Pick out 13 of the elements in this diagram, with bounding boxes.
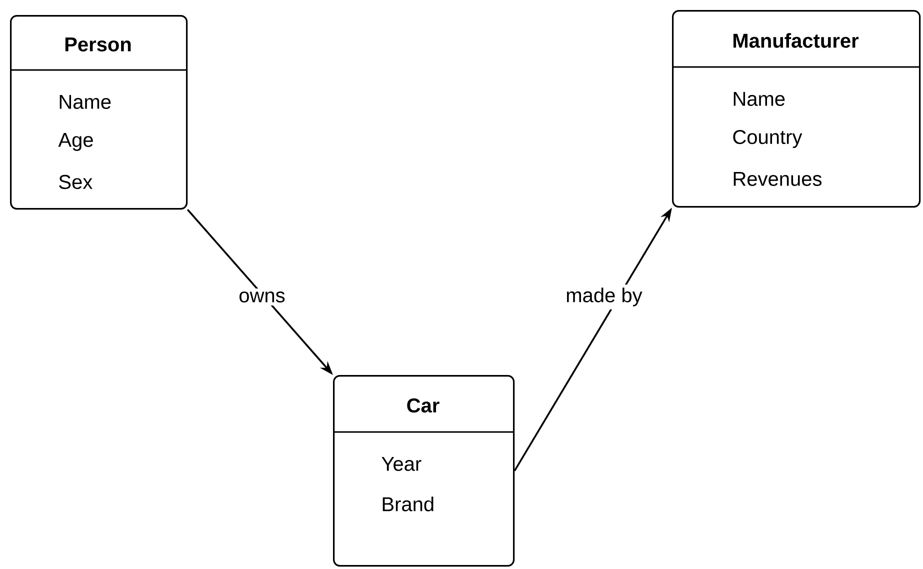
attribute: Revenues	[734, 172, 822, 186]
entity-name: Person	[65, 38, 131, 52]
edge-label: owns	[236, 288, 288, 306]
attribute: Country	[733, 130, 802, 148]
attribute: Sex	[59, 174, 92, 190]
entity-name: Car	[407, 398, 440, 413]
attribute: Year	[382, 457, 422, 471]
attribute: Brand	[382, 496, 434, 512]
edge-label: made by	[562, 284, 646, 310]
attribute: Age	[58, 133, 93, 151]
attribute: Name	[734, 92, 785, 106]
entity-name: Manufacturer	[734, 33, 859, 48]
attribute: Name	[60, 95, 111, 109]
